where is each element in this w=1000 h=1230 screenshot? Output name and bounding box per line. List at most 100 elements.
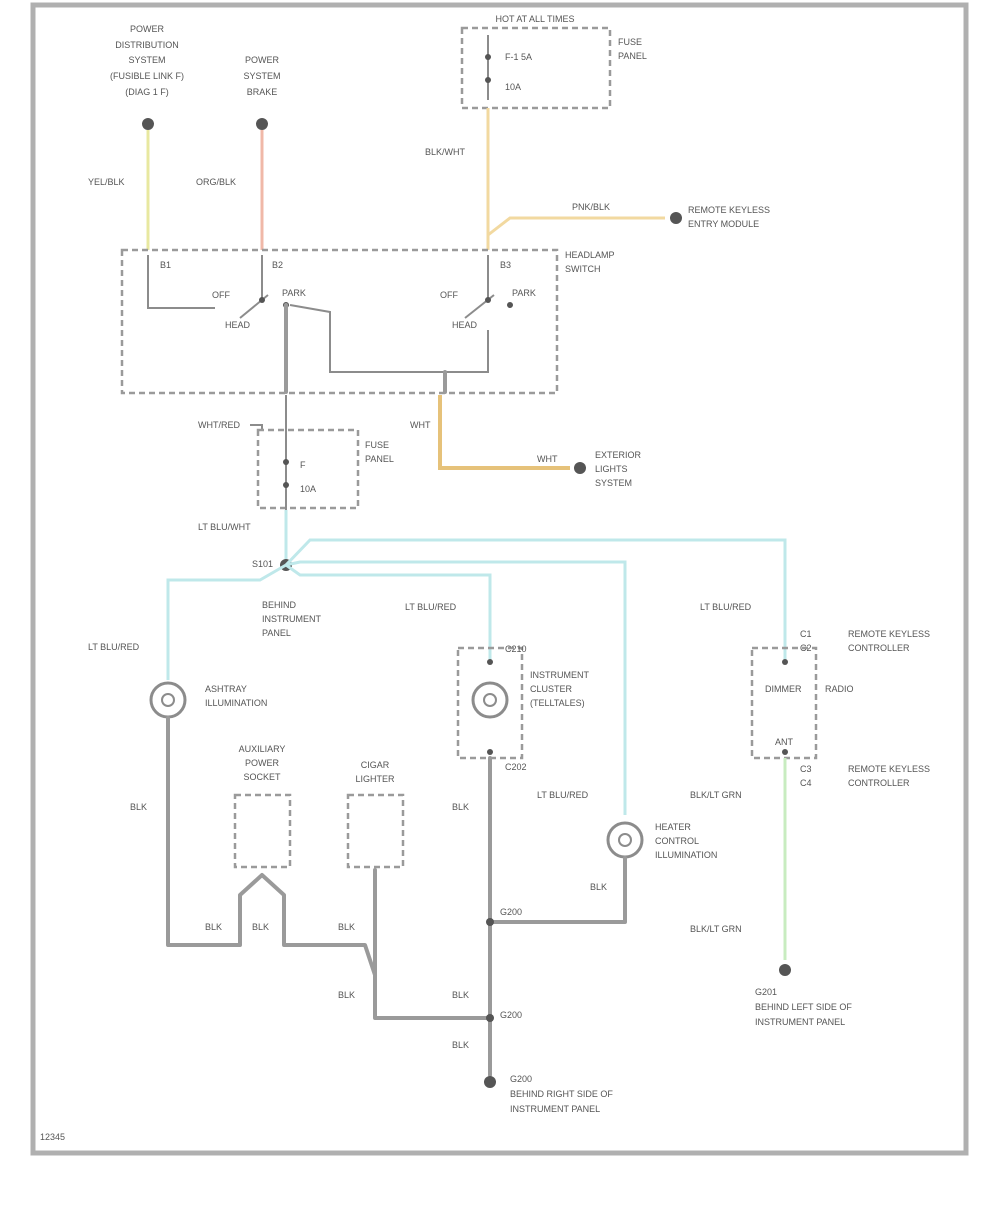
label-power-sys-2: SYSTEM <box>243 71 280 81</box>
label-radio-c4: C4 <box>800 778 812 788</box>
label-radio-c3: C3 <box>800 764 812 774</box>
label-system: SYSTEM <box>595 478 632 488</box>
fuse-panel-top: HOT AT ALL TIMES FUSE PANEL F-1 5A 10A <box>460 14 647 110</box>
label-blk-5: BLK <box>338 990 355 1000</box>
label-diagram-code: 12345 <box>40 1132 65 1142</box>
label-g201-3: INSTRUMENT PANEL <box>755 1017 845 1027</box>
label-off-1: OFF <box>212 290 230 300</box>
label-fuse-panel-2: PANEL <box>618 51 647 61</box>
label-ant: ANT <box>775 737 794 747</box>
label-fuse-b: 10A <box>505 82 521 92</box>
label-blk-1: BLK <box>130 802 147 812</box>
wire-to-cluster <box>285 563 492 660</box>
label-ltblu-red-4: LT BLU/RED <box>537 790 589 800</box>
label-control: CONTROL <box>655 836 699 846</box>
label-park-2: PARK <box>512 288 536 298</box>
label-dimmer: DIMMER <box>765 684 802 694</box>
label-power-dist-1: POWER <box>130 24 165 34</box>
label-g200: G200 <box>510 1074 532 1084</box>
label-blk-7: BLK <box>590 882 607 892</box>
label-blk-ltgrn-2: BLK/LT GRN <box>690 924 742 934</box>
label-wire-blk-wht: BLK/WHT <box>425 147 466 157</box>
label-power-sys-3: BRAKE <box>247 87 278 97</box>
label-radio-c1: C1 <box>800 629 812 639</box>
label-radio-side-b2: CONTROLLER <box>848 778 910 788</box>
label-wht-2: WHT <box>537 454 558 464</box>
aux-socket-box <box>233 793 292 869</box>
label-pin-b3: B3 <box>500 260 511 270</box>
label-hot-at-all-times: HOT AT ALL TIMES <box>495 14 574 24</box>
label-power-dist-3: SYSTEM <box>128 55 165 65</box>
label-heater: HEATER <box>655 822 691 832</box>
label-blk-2: BLK <box>205 922 222 932</box>
label-radio-side-b1: REMOTE KEYLESS <box>848 764 930 774</box>
label-panel-2: PANEL <box>365 454 394 464</box>
splice-dot-2 <box>486 1014 494 1022</box>
label-power-dist-2: DISTRIBUTION <box>115 40 179 50</box>
wire-pnk-blk <box>487 216 665 237</box>
label-g201: G201 <box>755 987 777 997</box>
label-head-1: HEAD <box>225 320 251 330</box>
label-ltblu-wht: LT BLU/WHT <box>198 522 251 532</box>
label-fuse2-b: 10A <box>300 484 316 494</box>
label-power-sys-1: POWER <box>245 55 280 65</box>
label-pin-b2: B2 <box>272 260 283 270</box>
label-power: POWER <box>245 758 280 768</box>
label-wht-red: WHT/RED <box>198 420 240 430</box>
label-socket: SOCKET <box>243 772 281 782</box>
label-telltales: (TELLTALES) <box>530 698 585 708</box>
label-splice-1: BEHIND <box>262 600 297 610</box>
label-remote-keyless-1: REMOTE KEYLESS <box>688 205 770 215</box>
label-g200-2: BEHIND RIGHT SIDE OF <box>510 1089 613 1099</box>
label-pin-b1: B1 <box>160 260 171 270</box>
label-fuse2-a: F <box>300 460 306 470</box>
terminal-dot <box>142 118 154 130</box>
label-head-2: HEAD <box>452 320 478 330</box>
label-blk-6: BLK <box>452 802 469 812</box>
label-power-dist-5: (DIAG 1 F) <box>125 87 169 97</box>
terminal-dot <box>670 212 682 224</box>
label-exterior: EXTERIOR <box>595 450 642 460</box>
terminal-dot <box>256 118 268 130</box>
label-splice-g2: G200 <box>500 1010 522 1020</box>
label-lights: LIGHTS <box>595 464 628 474</box>
terminal-dot <box>574 462 586 474</box>
label-switch: SWITCH <box>565 264 601 274</box>
ground-g201 <box>779 964 791 976</box>
label-blk-4: BLK <box>338 922 355 932</box>
label-blk-3: BLK <box>252 922 269 932</box>
fuse-panel-middle: WHT/RED FUSE PANEL F 10A <box>198 395 394 515</box>
power-distribution-source: POWER DISTRIBUTION SYSTEM (FUSIBLE LINK … <box>110 24 184 130</box>
label-lighter: LIGHTER <box>355 774 395 784</box>
label-cluster-pin-bot: C202 <box>505 762 527 772</box>
wire-to-heater <box>285 560 627 815</box>
label-radio-side-a1: REMOTE KEYLESS <box>848 629 930 639</box>
headlamp-switch-outline <box>120 248 559 395</box>
label-remote-keyless-2: ENTRY MODULE <box>688 219 759 229</box>
label-splice-3: PANEL <box>262 628 291 638</box>
label-off-2: OFF <box>440 290 458 300</box>
splice-dot-1 <box>486 918 494 926</box>
label-splice-2: INSTRUMENT <box>262 614 321 624</box>
label-ltblu-red-1: LT BLU/RED <box>88 642 140 652</box>
label-headlamp: HEADLAMP <box>565 250 615 260</box>
label-wire-yel-blk: YEL/BLK <box>88 177 125 187</box>
power-system-source: POWER SYSTEM BRAKE <box>243 55 281 130</box>
label-blk-8: BLK <box>452 990 469 1000</box>
label-ltblu-red-2: LT BLU/RED <box>405 602 457 612</box>
label-illumination: ILLUMINATION <box>205 698 267 708</box>
wire-to-ashtray <box>166 563 287 680</box>
label-fuse-a: F-1 5A <box>505 52 532 62</box>
label-blk-9: BLK <box>452 1040 469 1050</box>
fuse-panel-outline <box>460 26 612 110</box>
ashtray-illumination-bulb: ASHTRAY ILLUMINATION <box>149 681 267 719</box>
label-blk-ltgrn-1: BLK/LT GRN <box>690 790 742 800</box>
label-radio: RADIO <box>825 684 854 694</box>
label-splice: S101 <box>252 559 273 569</box>
instrument-cluster: C210 C202 INSTRUMENT CLUSTER (TELLTALES) <box>456 644 589 772</box>
cigar-lighter-box <box>346 793 405 869</box>
label-cigar: CIGAR <box>361 760 390 770</box>
label-cluster-pin-top: C210 <box>505 644 527 654</box>
label-wire-org-blk: ORG/BLK <box>196 177 236 187</box>
